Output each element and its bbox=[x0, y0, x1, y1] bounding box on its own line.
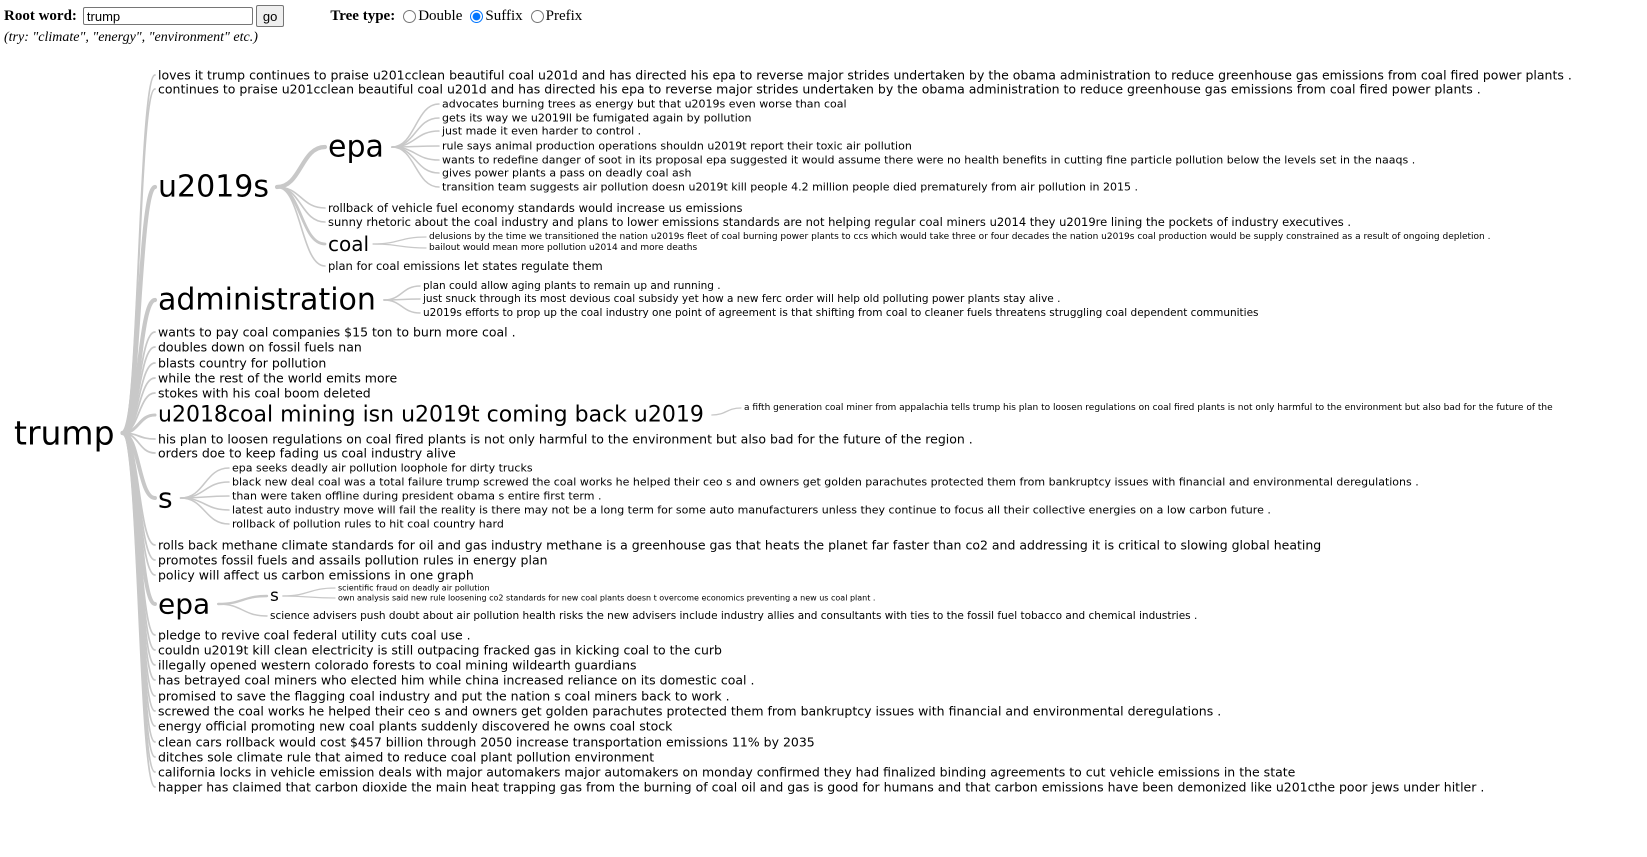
tree-branch-word[interactable]: epa bbox=[328, 130, 384, 165]
tree-leaf-phrase[interactable]: promised to save the flagging coal indus… bbox=[158, 689, 730, 704]
tree-branch-word[interactable]: coal bbox=[328, 232, 369, 256]
tree-link bbox=[391, 103, 440, 148]
tree-leaf-phrase[interactable]: rollback of vehicle fuel economy standar… bbox=[328, 201, 743, 215]
tree-leaf-phrase[interactable]: blasts country for pollution bbox=[158, 356, 326, 371]
tree-link bbox=[391, 117, 440, 148]
tree-link bbox=[179, 497, 230, 525]
tree-link bbox=[372, 236, 427, 245]
go-button[interactable]: go bbox=[255, 5, 285, 27]
root-word-label: Root word: bbox=[4, 7, 77, 24]
tree-link bbox=[275, 185, 327, 246]
tree-leaf-phrase[interactable]: clean cars rollback would cost $457 bill… bbox=[158, 735, 815, 750]
tree-root-word[interactable]: trump bbox=[14, 414, 115, 453]
tree-link bbox=[274, 144, 328, 190]
tree-leaf-phrase[interactable]: advocates burning trees as energy but th… bbox=[442, 98, 847, 111]
tree-leaf-phrase[interactable]: orders doe to keep fading us coal indust… bbox=[158, 446, 456, 461]
tree-leaf-phrase[interactable]: screwed the coal works he helped their c… bbox=[158, 704, 1221, 719]
tree-leaf-phrase[interactable]: wants to redefine danger of soot in its … bbox=[442, 154, 1415, 167]
tree-leaf-phrase[interactable]: science advisers push doubt about air po… bbox=[270, 610, 1197, 622]
tree-type-double-radio[interactable] bbox=[403, 9, 417, 23]
tree-type-double-label: Double bbox=[418, 7, 463, 24]
tree-leaf-phrase[interactable]: his plan to loosen regulations on coal f… bbox=[158, 432, 973, 447]
tree-type-prefix-label: Prefix bbox=[545, 7, 583, 24]
tree-link bbox=[121, 432, 156, 788]
tree-leaf-phrase[interactable]: loves it trump continues to praise u201c… bbox=[158, 68, 1572, 83]
tree-leaf-phrase[interactable]: epa seeks deadly air pollution loophole … bbox=[232, 462, 533, 475]
tree-link bbox=[383, 299, 421, 314]
tree-leaf-phrase[interactable]: wants to pay coal companies $15 ton to b… bbox=[158, 325, 516, 340]
tree-leaf-phrase[interactable]: gets its way we u2019ll be fumigated aga… bbox=[442, 112, 751, 125]
tree-leaf-phrase[interactable]: rolls back methane climate standards for… bbox=[158, 538, 1321, 553]
controls-panel: Root word: go Tree type: Double Suffix P… bbox=[4, 4, 582, 46]
tree-leaf-phrase[interactable]: u2019s efforts to prop up the coal indus… bbox=[423, 307, 1259, 319]
tree-leaf-phrase[interactable]: rollback of pollution rules to hit coal … bbox=[232, 518, 504, 531]
tree-leaf-phrase[interactable]: own analysis said new rule loosening co2… bbox=[338, 594, 875, 603]
tree-leaf-phrase[interactable]: just made it even harder to control . bbox=[441, 125, 641, 138]
tree-leaf-phrase[interactable]: pledge to revive coal federal utility cu… bbox=[158, 628, 471, 643]
tree-leaf-phrase[interactable]: policy will affect us carbon emissions i… bbox=[158, 568, 474, 583]
tree-leaf-phrase[interactable]: promotes fossil fuels and assails pollut… bbox=[158, 553, 548, 568]
tree-leaf-phrase[interactable]: latest auto industry move will fail the … bbox=[232, 504, 1271, 517]
tree-leaf-phrase[interactable]: plan could allow aging plants to remain … bbox=[423, 280, 721, 292]
tree-branch-word[interactable]: s bbox=[270, 586, 279, 606]
tree-link bbox=[179, 497, 230, 511]
tree-leaf-phrase[interactable]: rule says animal production operations s… bbox=[442, 140, 912, 153]
tree-leaf-phrase[interactable]: while the rest of the world emits more bbox=[158, 371, 398, 386]
tree-leaf-phrase[interactable]: than were taken offline during president… bbox=[232, 490, 601, 503]
tree-link bbox=[216, 594, 269, 606]
tree-leaf-phrase[interactable]: has betrayed coal miners who elected him… bbox=[158, 673, 754, 688]
tree-leaf-phrase[interactable]: a fifth generation coal miner from appal… bbox=[744, 403, 1553, 413]
tree-type-suffix-radio[interactable] bbox=[470, 9, 484, 23]
tree-link bbox=[372, 243, 427, 249]
tree-link bbox=[391, 146, 440, 188]
tree-leaf-phrase[interactable]: bailout would mean more pollution u2014 … bbox=[429, 243, 697, 253]
tree-leaf-phrase[interactable]: gives power plants a pass on deadly coal… bbox=[442, 167, 692, 180]
tree-branch-word[interactable]: epa bbox=[158, 588, 210, 621]
controls-row: Root word: go Tree type: Double Suffix P… bbox=[4, 4, 582, 28]
tree-link bbox=[282, 587, 336, 597]
tree-leaf-phrase[interactable]: black new deal coal was a total failure … bbox=[232, 476, 1419, 489]
tree-leaf-phrase[interactable]: doubles down on fossil fuels nan bbox=[158, 340, 362, 355]
tree-leaf-phrase[interactable]: plan for coal emissions let states regul… bbox=[328, 259, 603, 273]
tree-leaf-phrase[interactable]: illegally opened western colorado forest… bbox=[158, 658, 637, 673]
tree-branch-word[interactable]: s bbox=[158, 482, 173, 515]
tree-link bbox=[282, 595, 336, 599]
tree-leaf-phrase[interactable]: continues to praise u201cclean beautiful… bbox=[158, 82, 1481, 97]
tree-leaf-phrase[interactable]: happer has claimed that carbon dioxide t… bbox=[158, 780, 1484, 795]
tree-leaf-phrase[interactable]: just snuck through its most devious coal… bbox=[422, 293, 1060, 305]
tree-leaf-phrase[interactable]: couldn u2019t kill clean electricity is … bbox=[158, 643, 722, 658]
tree-branch-word[interactable]: u2018coal mining isn u2019t coming back … bbox=[158, 403, 704, 428]
tree-leaf-phrase[interactable]: california locks in vehicle emission dea… bbox=[158, 765, 1296, 780]
tree-leaf-phrase[interactable]: energy official promoting new coal plant… bbox=[158, 719, 673, 734]
tree-branch-word[interactable]: u2019s bbox=[158, 170, 269, 205]
tree-branch-word[interactable]: administration bbox=[158, 283, 376, 318]
tree-type-suffix-label: Suffix bbox=[485, 7, 523, 24]
tree-leaf-phrase[interactable]: scientific fraud on deadly air pollution bbox=[338, 584, 490, 593]
tree-leaf-phrase[interactable]: ditches sole climate rule that aimed to … bbox=[158, 750, 654, 765]
tree-type-label: Tree type: bbox=[330, 7, 396, 24]
tree-link bbox=[276, 186, 326, 267]
tree-leaf-phrase[interactable]: stokes with his coal boom deleted bbox=[158, 386, 371, 401]
tree-type-prefix-radio[interactable] bbox=[530, 9, 544, 23]
tree-link bbox=[383, 285, 421, 301]
tree-leaf-phrase[interactable]: transition team suggests air pollution d… bbox=[442, 181, 1138, 194]
hint-text: (try: "climate", "energy", "environment"… bbox=[4, 30, 258, 45]
tree-leaf-phrase[interactable]: delusions by the time we transitioned th… bbox=[429, 232, 1490, 242]
root-word-input[interactable] bbox=[82, 7, 253, 25]
tree-leaf-phrase[interactable]: sunny rhetoric about the coal industry a… bbox=[328, 215, 1351, 229]
tree-link bbox=[217, 603, 268, 617]
tree-link bbox=[711, 407, 742, 416]
